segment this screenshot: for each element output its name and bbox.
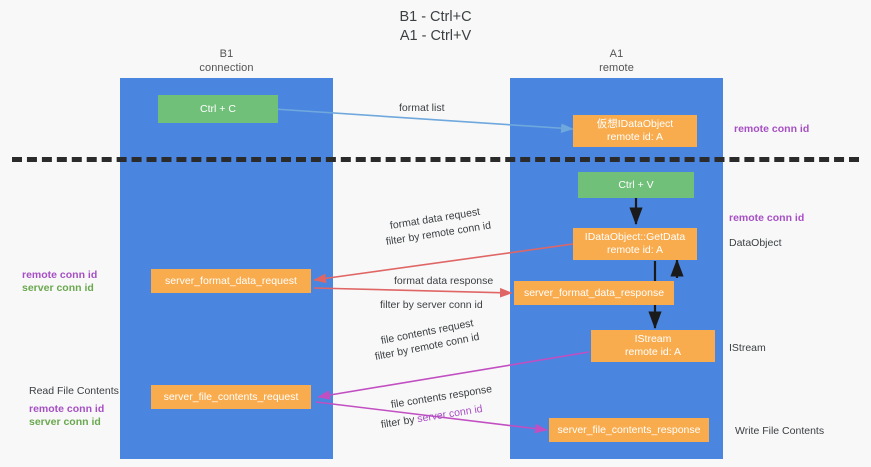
node-ctrl-c[interactable]: Ctrl + C	[158, 95, 278, 123]
annotation-right-remote-conn-id-top: remote conn id	[734, 123, 810, 135]
node-server-file-contents-request[interactable]: server_file_contents_request	[151, 385, 311, 409]
filter-prefix-4: filter by	[380, 413, 419, 431]
diagram-title: B1 - Ctrl+C A1 - Ctrl+V	[0, 8, 871, 46]
node-server-file-contents-response[interactable]: server_file_contents_response	[549, 418, 709, 442]
node-server-format-data-response[interactable]: server_format_data_response	[514, 281, 674, 305]
lane-header-b1-name: B1	[219, 48, 234, 60]
annotation-left-server-conn-id-bottom: server conn id	[29, 416, 101, 428]
node-server-format-data-request-label: server_format_data_request	[165, 274, 297, 287]
annotation-left-remote-conn-id-bottom: remote conn id	[29, 403, 105, 415]
phase-separator	[12, 157, 859, 162]
edge-label-format-data-response: format data response	[394, 275, 494, 287]
node-istream[interactable]: IStream remote id: A	[591, 330, 715, 362]
filter-prefix-3: filter by	[373, 344, 413, 363]
node-server-format-data-response-label: server_format_data_response	[523, 286, 665, 299]
node-virtual-idataobject-subtext: remote id: A	[606, 131, 664, 143]
node-virtual-idataobject[interactable]: 仮想IDataObject remote id: A	[573, 115, 697, 147]
node-istream-label: IStream	[634, 333, 672, 345]
annotation-left-read-file-contents: Read File Contents	[29, 385, 119, 397]
node-ctrl-v-label: Ctrl + V	[618, 178, 654, 191]
node-server-format-data-request[interactable]: server_format_data_request	[151, 269, 311, 293]
edge-label-format-data-response-filter: filter by server conn id	[380, 298, 483, 312]
node-ctrl-c-label: Ctrl + C	[200, 102, 236, 115]
annotation-right-istream: IStream	[729, 342, 766, 354]
node-idataobject-getdata-subtext: remote id: A	[606, 244, 664, 256]
annotation-left-remote-conn-id-mid: remote conn id	[22, 269, 98, 281]
lane-header-a1-sub: remote	[599, 62, 634, 74]
lane-header-a1-name: A1	[609, 48, 624, 60]
node-server-file-contents-request-label: server_file_contents_request	[163, 390, 299, 403]
title-line-1: B1 - Ctrl+C	[399, 9, 472, 25]
lane-header-b1: B1 connection	[120, 47, 333, 75]
edge-label-format-list: format list	[399, 102, 445, 114]
annotation-right-remote-conn-id-mid: remote conn id	[729, 212, 805, 224]
node-server-file-contents-response-label: server_file_contents_response	[557, 423, 701, 436]
title-line-2: A1 - Ctrl+V	[399, 28, 472, 44]
node-ctrl-v[interactable]: Ctrl + V	[578, 172, 694, 198]
filter-prefix-2: filter by	[380, 299, 417, 311]
node-virtual-idataobject-label: 仮想IDataObject	[596, 118, 674, 130]
node-idataobject-getdata-label: IDataObject::GetData	[584, 231, 686, 243]
lane-header-a1: A1 remote	[510, 47, 723, 75]
lane-header-b1-sub: connection	[199, 62, 254, 74]
filter-key-server-conn-id-1: server conn id	[416, 299, 483, 311]
annotation-left-server-conn-id-mid: server conn id	[22, 282, 94, 294]
node-istream-subtext: remote id: A	[624, 346, 682, 358]
annotation-right-write-file-contents: Write File Contents	[735, 425, 825, 437]
node-idataobject-getdata[interactable]: IDataObject::GetData remote id: A	[573, 228, 697, 260]
annotation-right-dataobject: DataObject	[729, 237, 782, 249]
